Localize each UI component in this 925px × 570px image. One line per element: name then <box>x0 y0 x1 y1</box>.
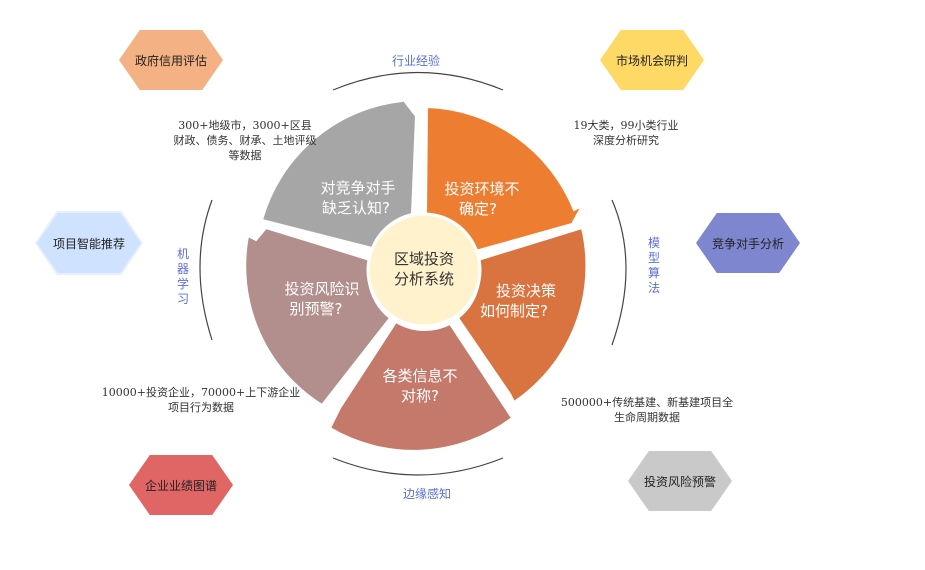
segment-0-label-1: 投资环境不 <box>444 180 519 198</box>
note-line: 500000+传统基建、新基建项目全 <box>560 396 734 409</box>
axis-label-left: 机 器 学 习 <box>176 247 190 307</box>
hex-competitor: 竞争对手分析 <box>694 211 802 275</box>
segment-1-label-2: 如何制定? <box>480 302 548 320</box>
center-label-2: 分析系统 <box>394 270 454 288</box>
note-bottom-left: 10000+投资企业，70000+上下游企业 项目行为数据 <box>98 385 304 415</box>
note-line: 10000+投资企业，70000+上下游企业 <box>101 386 301 399</box>
axis-right-char: 算 <box>647 266 660 280</box>
axis-left-char: 学 <box>176 277 189 291</box>
arc-right <box>611 199 627 346</box>
note-top-left: 300+地级市，3000+区县 财政、债务、财承、土地评级 等数据 <box>150 118 340 163</box>
hex-recommend-label: 项目智能推荐 <box>52 236 125 251</box>
hex-enterprise: 企业业绩图谱 <box>127 453 235 517</box>
axis-left-char: 机 <box>176 247 189 261</box>
segment-3-label-1: 投资风险识 <box>284 280 359 298</box>
note-top-right: 19大类，99小类行业 深度分析研究 <box>556 118 696 148</box>
hex-market-label: 市场机会研判 <box>615 53 688 68</box>
segment-information-asymmetry <box>328 320 514 452</box>
note-line: 深度分析研究 <box>593 134 659 147</box>
axis-left-char: 器 <box>176 262 189 276</box>
note-bottom-right: 500000+传统基建、新基建项目全 生命周期数据 <box>552 395 742 425</box>
note-line: 项目行为数据 <box>168 401 234 414</box>
arc-bottom <box>332 457 504 476</box>
hex-gov-credit-label: 政府信用评估 <box>134 53 207 68</box>
axis-right-char: 模 <box>647 236 660 250</box>
hex-gov-credit: 政府信用评估 <box>117 28 225 92</box>
note-line: 生命周期数据 <box>614 411 680 424</box>
segment-4-label-2: 缺乏认知? <box>322 199 390 217</box>
axis-right-char: 法 <box>647 281 660 295</box>
segment-3-label-2: 别预警? <box>290 300 343 318</box>
hex-competitor-label: 竞争对手分析 <box>711 236 784 251</box>
axis-left-char: 习 <box>176 292 189 306</box>
segment-4-label-1: 对竞争对手 <box>320 179 395 197</box>
hex-enterprise-label: 企业业绩图谱 <box>144 478 217 493</box>
note-line: 19大类，99小类行业 <box>573 119 679 132</box>
segment-1-label-1: 投资决策 <box>496 282 556 300</box>
axis-label-right: 模 型 算 法 <box>647 236 661 296</box>
center-label-1: 区域投资 <box>394 250 454 268</box>
note-line: 等数据 <box>228 149 262 162</box>
hex-risk: 投资风险预警 <box>626 449 734 513</box>
axis-label-bottom: 边缘感知 <box>402 487 451 501</box>
arc-left <box>199 199 213 341</box>
segment-2-label-2: 对称? <box>401 387 439 405</box>
hex-risk-label: 投资风险预警 <box>643 474 716 489</box>
hex-recommend: 项目智能推荐 <box>35 211 143 275</box>
axis-right-char: 型 <box>647 251 660 265</box>
note-line: 财政、债务、财承、土地评级 <box>173 134 317 147</box>
segment-0-label-2: 确定? <box>459 200 497 218</box>
segment-2-label-1: 各类信息不 <box>382 367 457 385</box>
center-circle <box>366 212 482 328</box>
note-line: 300+地级市，3000+区县 <box>178 119 312 132</box>
hex-market: 市场机会研判 <box>598 28 706 92</box>
arc-top <box>332 71 504 91</box>
axis-label-top: 行业经验 <box>391 54 440 68</box>
